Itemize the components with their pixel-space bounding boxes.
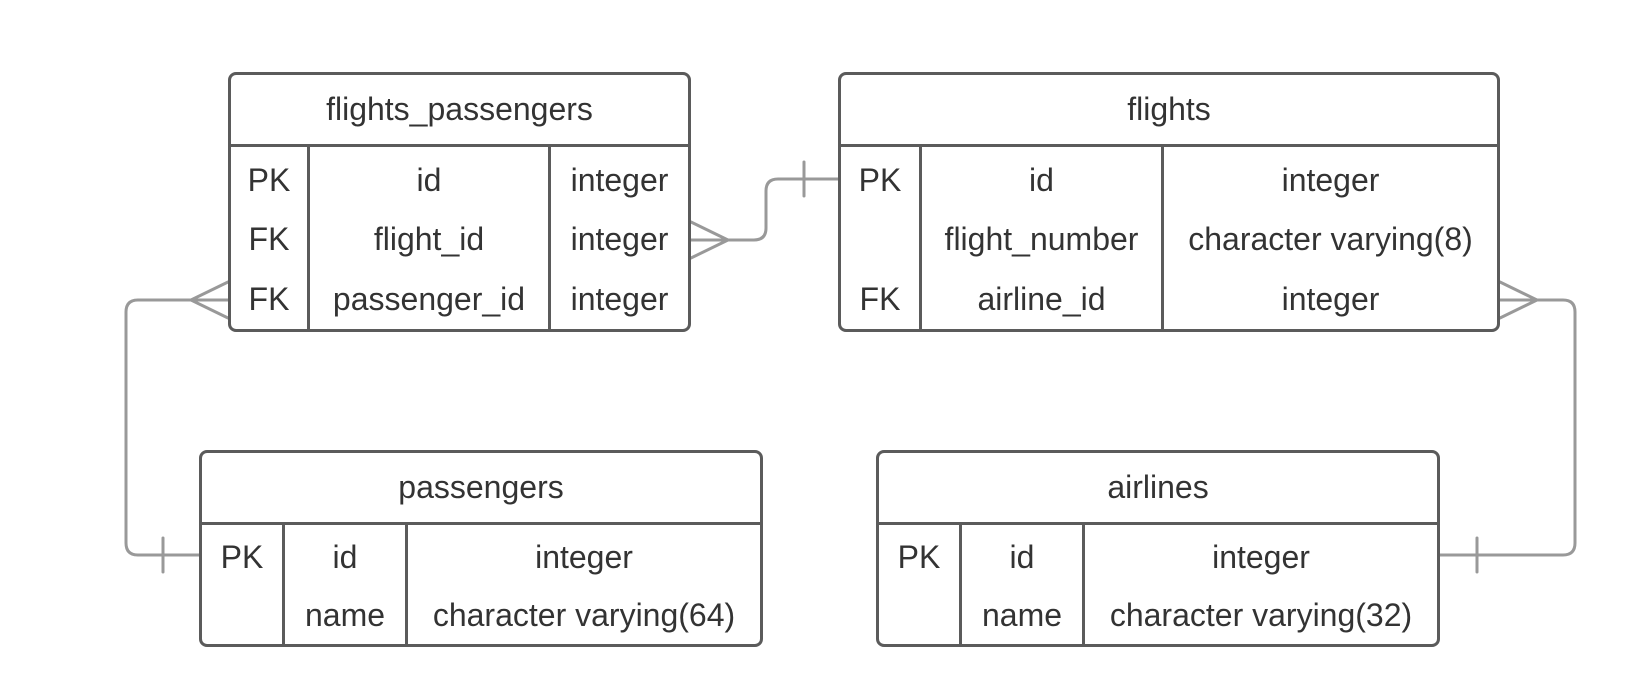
field-type: integer — [570, 162, 669, 199]
entity-flights[interactable]: flights PK FK id flight_number airline_i… — [838, 72, 1500, 332]
entity-fields: PK id name integer character varying(32) — [879, 525, 1437, 644]
field-key — [841, 210, 919, 269]
field-name: id — [416, 162, 442, 199]
key-column: PK — [879, 525, 962, 644]
field-key: FK — [859, 280, 901, 317]
field-type: integer — [1281, 280, 1380, 317]
key-column: PK — [202, 525, 285, 644]
field-key: PK — [220, 539, 264, 576]
name-column: id name — [962, 525, 1085, 644]
field-name: id — [1029, 162, 1054, 199]
entity-fields: PK FK id flight_number airline_id intege… — [841, 147, 1497, 329]
field-type: integer — [1281, 162, 1380, 199]
field-type: integer — [1212, 539, 1310, 576]
type-column: integer character varying(32) — [1085, 525, 1437, 644]
field-name: airline_id — [977, 280, 1106, 317]
field-type: character varying(64) — [432, 596, 736, 633]
field-type: integer — [570, 221, 669, 258]
type-column: integer character varying(8) integer — [1164, 147, 1497, 329]
field-name: name — [981, 596, 1063, 633]
entity-fields: PK id name integer character varying(64) — [202, 525, 760, 644]
connector-flight-id-to-flights — [689, 160, 840, 260]
key-column: PK FK — [841, 147, 922, 329]
entity-title: airlines — [879, 453, 1437, 525]
field-key: FK — [248, 221, 290, 258]
key-column: PK FK FK — [231, 147, 310, 329]
field-key: FK — [248, 280, 290, 317]
field-key — [202, 587, 282, 645]
entity-title: flights — [841, 75, 1497, 147]
crowfoot-many-icon — [689, 220, 730, 260]
crowfoot-many-icon — [1498, 280, 1539, 320]
field-name: flight_number — [944, 221, 1139, 258]
field-key: PK — [247, 162, 291, 199]
field-type: integer — [535, 539, 633, 576]
field-type: character varying(32) — [1109, 596, 1413, 633]
field-name: id — [1009, 539, 1035, 576]
field-name: name — [304, 596, 386, 633]
field-key: PK — [897, 539, 941, 576]
entity-title: flights_passengers — [231, 75, 688, 147]
field-type: character varying(8) — [1188, 221, 1473, 258]
type-column: integer integer integer — [551, 147, 688, 329]
entity-passengers[interactable]: passengers PK id name integer character … — [199, 450, 763, 647]
name-column: id flight_id passenger_id — [310, 147, 551, 329]
name-column: id flight_number airline_id — [922, 147, 1164, 329]
field-key — [879, 587, 959, 645]
entity-fields: PK FK FK id flight_id passenger_id integ… — [231, 147, 688, 329]
crowfoot-many-icon — [189, 280, 230, 320]
entity-airlines[interactable]: airlines PK id name integer character va… — [876, 450, 1440, 647]
name-column: id name — [285, 525, 408, 644]
field-name: flight_id — [373, 221, 485, 258]
field-type: integer — [570, 280, 669, 317]
entity-title: passengers — [202, 453, 760, 525]
field-name: passenger_id — [332, 280, 526, 317]
field-key: PK — [858, 162, 902, 199]
field-name: id — [332, 539, 358, 576]
entity-flights-passengers[interactable]: flights_passengers PK FK FK id flight_id… — [228, 72, 691, 332]
type-column: integer character varying(64) — [408, 525, 760, 644]
